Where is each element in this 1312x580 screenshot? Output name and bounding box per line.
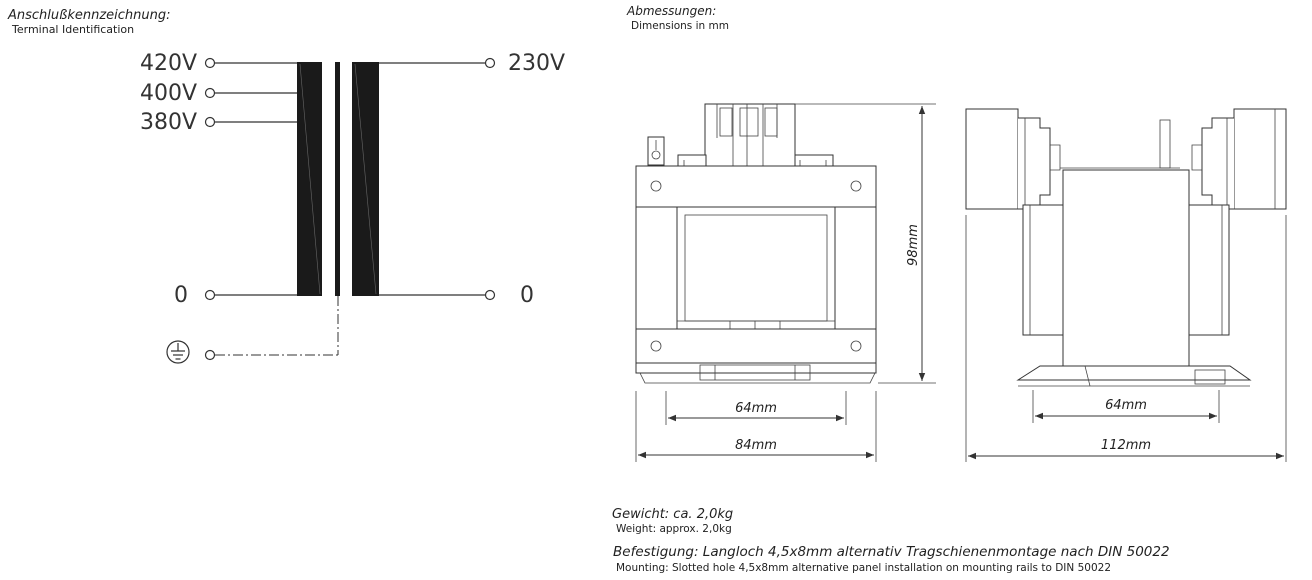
dimensions-title-en: Dimensions in mm xyxy=(631,20,729,32)
dimensions-title-de: Abmessungen: xyxy=(626,4,716,18)
mounting-en: Mounting: Slotted hole 4,5x8mm alternati… xyxy=(616,562,1111,574)
side-width-dimensions: 64mm 112mm xyxy=(965,215,1287,462)
primary-terminal-400v: 400V xyxy=(140,81,197,106)
height-dimension: 98mm xyxy=(795,103,936,384)
primary-winding xyxy=(297,62,322,296)
terminal-identification-section: Anschlußkennzeichnung: Terminal Identifi… xyxy=(7,8,565,364)
primary-leads xyxy=(204,57,297,301)
side-outer-dimension-label: 112mm xyxy=(1101,438,1151,453)
weight-de: Gewicht: ca. 2,0kg xyxy=(612,507,733,522)
primary-terminal-420v: 420V xyxy=(140,51,197,76)
front-width-dimensions: 64mm 84mm xyxy=(635,391,877,462)
ground-icon xyxy=(166,340,190,364)
height-dimension-label: 98mm xyxy=(906,224,921,266)
front-view xyxy=(635,103,877,384)
primary-terminal-0: 0 xyxy=(174,283,188,308)
mounting-de: Befestigung: Langloch 4,5x8mm alternativ… xyxy=(613,544,1170,560)
terminal-title-de: Anschlußkennzeichnung: xyxy=(7,8,171,23)
front-outer-dimension-label: 84mm xyxy=(735,438,777,453)
secondary-terminal-0: 0 xyxy=(520,283,534,308)
earth-connection xyxy=(204,296,339,361)
weight-en: Weight: approx. 2,0kg xyxy=(616,523,732,535)
side-view xyxy=(965,108,1287,387)
transformer-core xyxy=(335,62,340,296)
front-inner-dimension-label: 64mm xyxy=(735,401,777,416)
primary-terminal-380v: 380V xyxy=(140,110,197,135)
side-inner-dimension-label: 64mm xyxy=(1105,398,1147,413)
secondary-leads xyxy=(379,57,496,301)
terminal-title-en: Terminal Identification xyxy=(11,23,134,36)
secondary-terminal-230v: 230V xyxy=(508,51,565,76)
